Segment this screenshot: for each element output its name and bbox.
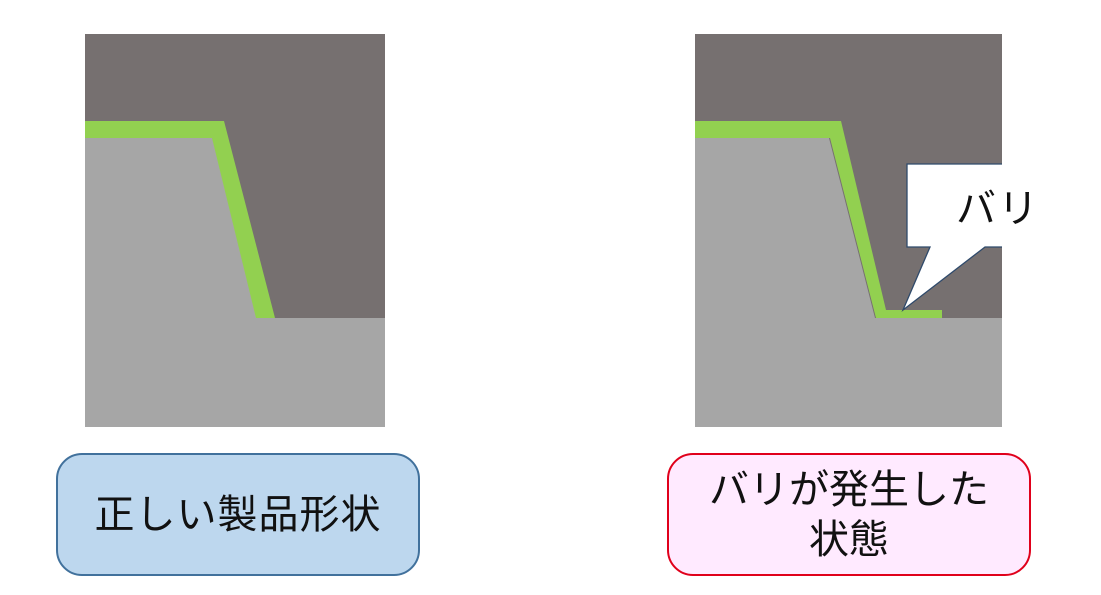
correct-shape-graphic — [85, 34, 385, 427]
burr-shape-diagram — [695, 34, 1002, 427]
burr-callout-shape — [901, 163, 1002, 313]
burr-state-caption-line2: 状態 — [809, 516, 889, 563]
correct-shape-caption: 正しい製品形状 — [56, 453, 420, 576]
burr-shape-graphic — [695, 34, 1002, 427]
burr-callout-label: バリ — [956, 186, 1040, 232]
burr-state-caption: バリが発生した 状態 — [667, 453, 1031, 576]
correct-shape-caption-text: 正しい製品形状 — [94, 491, 382, 538]
part-region — [85, 138, 385, 427]
part-region — [695, 138, 1002, 427]
correct-shape-diagram — [85, 34, 385, 427]
product-edge-outline — [85, 121, 275, 318]
burr-state-caption-line1: バリが発生した — [709, 466, 989, 513]
